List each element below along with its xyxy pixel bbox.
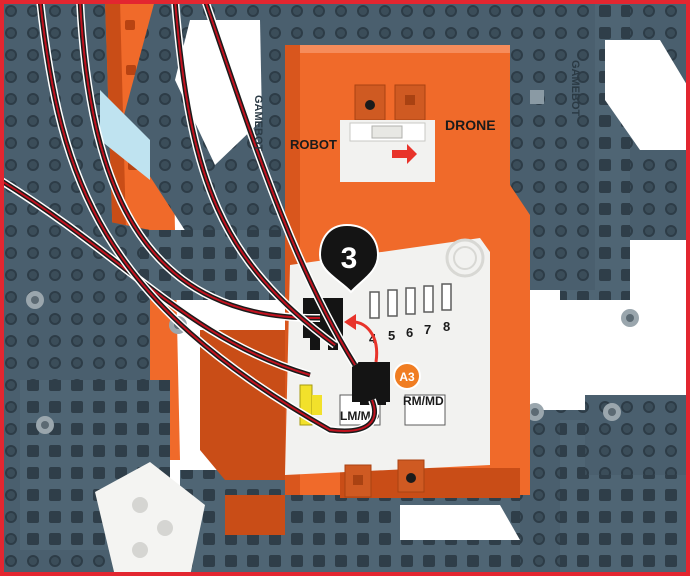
step-number: 3 — [341, 242, 358, 275]
switch-label-robot: ROBOT — [290, 137, 337, 152]
beam-text-right: GAMEBOT — [569, 60, 581, 117]
port-number-6: 6 — [406, 325, 413, 340]
controller-panel — [285, 238, 490, 475]
port-label-rm-md: RM/MD — [403, 394, 444, 408]
switch-label-drone: DRONE — [445, 117, 496, 133]
port-number-7: 7 — [424, 322, 431, 337]
port-number-5: 5 — [388, 328, 395, 343]
port-number-8: 8 — [443, 319, 450, 334]
beam-text-left: GAMEBOT — [252, 95, 264, 152]
a3-badge-label: A3 — [399, 370, 415, 384]
